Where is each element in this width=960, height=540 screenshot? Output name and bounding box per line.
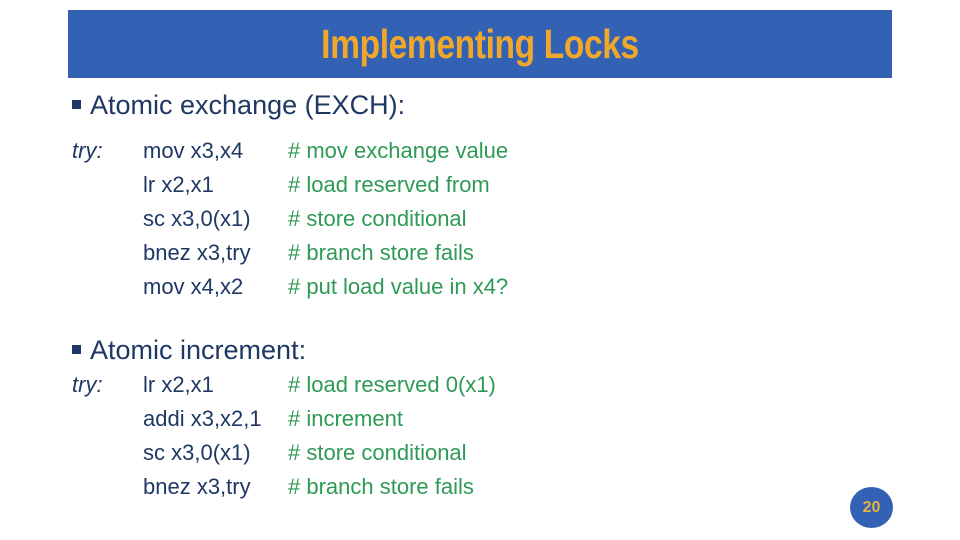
square-bullet-icon <box>72 345 81 354</box>
code-instruction: sc x3,0(x1) <box>143 206 251 231</box>
code-comment: # store conditional <box>288 206 467 231</box>
code-comment: # load reserved from <box>288 172 490 197</box>
code-label: try: <box>72 372 103 397</box>
code-row: try: mov x3,x4 # mov exchange value <box>72 134 508 168</box>
bullet-label: Atomic increment: <box>90 335 307 365</box>
code-instruction: bnez x3,try <box>143 240 251 265</box>
page-title: Implementing Locks <box>321 21 639 67</box>
bullet-atomic-increment: Atomic increment: <box>72 334 306 366</box>
code-row: bnez x3,try # branch store fails <box>72 470 496 504</box>
bullet-atomic-exchange: Atomic exchange (EXCH): <box>72 89 405 121</box>
page-number-badge: 20 <box>850 487 893 528</box>
code-instruction: addi x3,x2,1 <box>143 406 262 431</box>
code-instruction: mov x3,x4 <box>143 138 244 163</box>
code-instruction: mov x4,x2 <box>143 274 244 299</box>
code-instruction: lr x2,x1 <box>143 372 214 397</box>
slide-body: Atomic exchange (EXCH): try: mov x3,x4 #… <box>0 78 960 540</box>
code-instruction: sc x3,0(x1) <box>143 440 251 465</box>
code-row: bnez x3,try # branch store fails <box>72 236 508 270</box>
code-row: mov x4,x2 # put load value in x4? <box>72 270 508 304</box>
code-comment: # load reserved 0(x1) <box>288 372 496 397</box>
code-row: try: lr x2,x1 # load reserved 0(x1) <box>72 368 496 402</box>
code-row: sc x3,0(x1) # store conditional <box>72 436 496 470</box>
code-comment: # increment <box>288 406 403 431</box>
bullet-label: Atomic exchange (EXCH): <box>90 90 406 120</box>
code-row: lr x2,x1 # load reserved from <box>72 168 508 202</box>
code-row: addi x3,x2,1 # increment <box>72 402 496 436</box>
code-comment: # store conditional <box>288 440 467 465</box>
code-comment: # put load value in x4? <box>288 274 509 299</box>
code-block-atomic-increment: try: lr x2,x1 # load reserved 0(x1) addi… <box>72 368 496 504</box>
code-block-atomic-exchange: try: mov x3,x4 # mov exchange value lr x… <box>72 134 508 304</box>
code-comment: # mov exchange value <box>288 138 509 163</box>
square-bullet-icon <box>72 100 81 109</box>
code-comment: # branch store fails <box>288 474 474 499</box>
code-label: try: <box>72 138 103 163</box>
code-comment: # branch store fails <box>288 240 474 265</box>
page-number-label: 20 <box>862 498 881 516</box>
code-instruction: bnez x3,try <box>143 474 251 499</box>
title-banner: Implementing Locks <box>68 10 892 78</box>
code-row: sc x3,0(x1) # store conditional <box>72 202 508 236</box>
code-instruction: lr x2,x1 <box>143 172 214 197</box>
